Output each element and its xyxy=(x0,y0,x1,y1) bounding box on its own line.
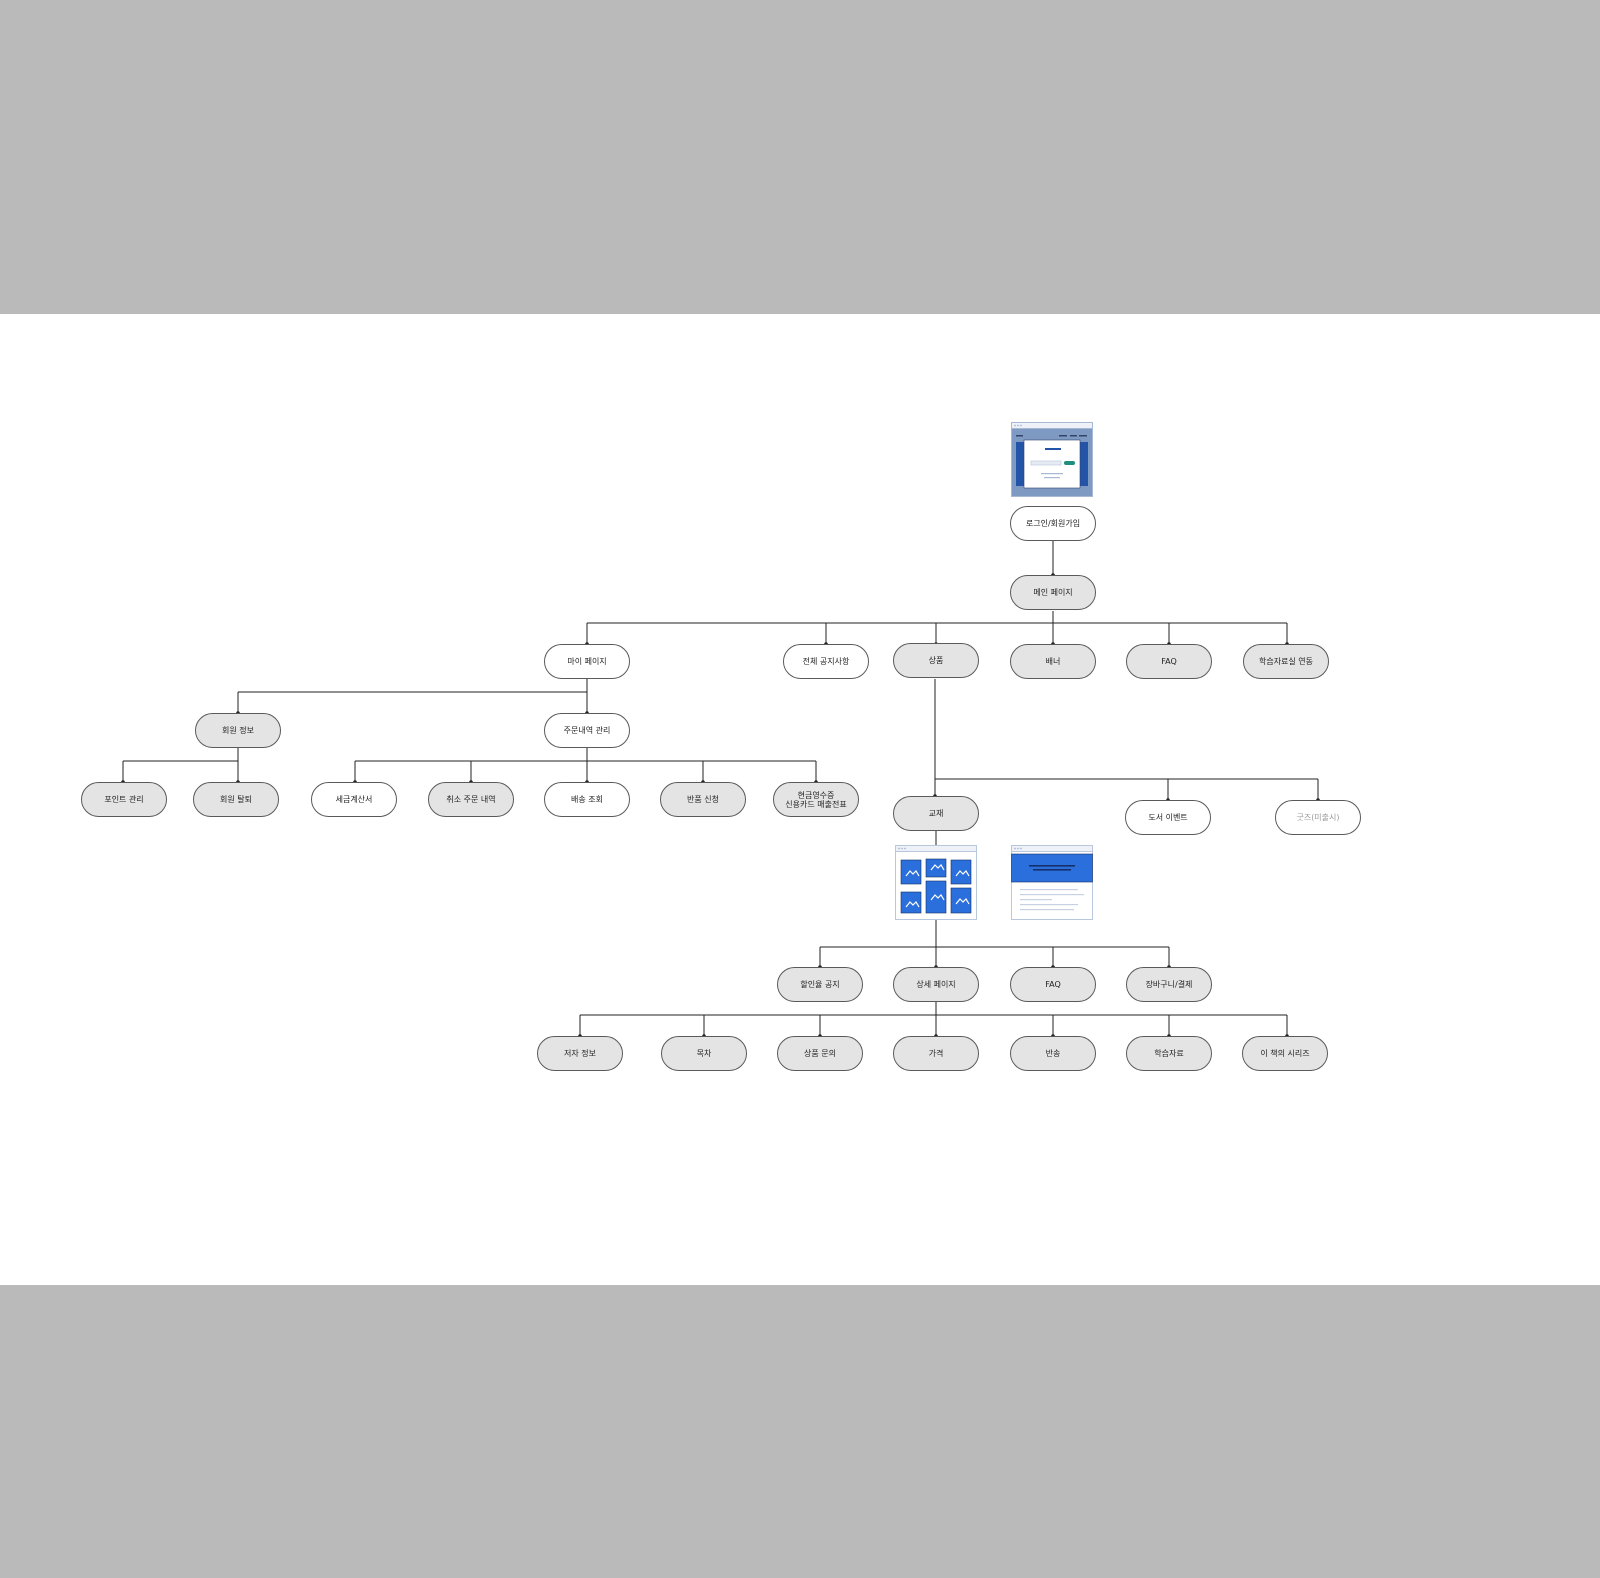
node-faq-sub: FAQ xyxy=(1010,967,1096,1002)
node-toc: 목차 xyxy=(661,1036,747,1071)
node-main-page: 메인 페이지 xyxy=(1010,575,1096,610)
node-login: 로그인/회원가입 xyxy=(1010,506,1096,541)
node-tax-invoice: 세금계산서 xyxy=(311,782,397,817)
node-order-mgmt: 주문내역 관리 xyxy=(544,713,630,748)
node-faq-top: FAQ xyxy=(1126,644,1212,679)
node-discount-notice: 할인율 공지 xyxy=(777,967,863,1002)
node-banner: 배너 xyxy=(1010,644,1096,679)
node-series: 이 책의 시리즈 xyxy=(1242,1036,1328,1071)
node-goods: 굿즈(미출시) xyxy=(1275,800,1361,835)
node-detail-page: 상세 페이지 xyxy=(893,967,979,1002)
node-author: 저자 정보 xyxy=(537,1036,623,1071)
node-cancel-history: 취소 주문 내역 xyxy=(428,782,514,817)
node-price: 가격 xyxy=(893,1036,979,1071)
node-cart: 장바구니/결제 xyxy=(1126,967,1212,1002)
top-gray-band xyxy=(0,0,1600,314)
node-withdraw: 회원 탈퇴 xyxy=(193,782,279,817)
article-wireframe-icon xyxy=(1011,845,1093,920)
node-member-info: 회원 정보 xyxy=(195,713,281,748)
image-gallery-wireframe-icon xyxy=(895,845,977,920)
node-study-material: 학습자료 xyxy=(1126,1036,1212,1071)
node-delivery: 배송 조회 xyxy=(544,782,630,817)
node-inquiry: 상품 문의 xyxy=(777,1036,863,1071)
node-book-event: 도서 이벤트 xyxy=(1125,800,1211,835)
login-popup-wireframe-icon xyxy=(1011,422,1093,497)
node-notice: 전체 공지사항 xyxy=(783,644,869,679)
node-return-item: 반송 xyxy=(1010,1036,1096,1071)
node-cash-receipt: 현금영수증 신용카드 매출전표 xyxy=(773,782,859,817)
node-return-request: 반품 신청 xyxy=(660,782,746,817)
node-mypage: 마이 페이지 xyxy=(544,644,630,679)
node-product: 상품 xyxy=(893,643,979,678)
node-textbook: 교재 xyxy=(893,796,979,831)
node-point: 포인트 관리 xyxy=(81,782,167,817)
node-study-link: 학습자료실 연동 xyxy=(1243,644,1329,679)
bottom-gray-band xyxy=(0,1285,1600,1578)
